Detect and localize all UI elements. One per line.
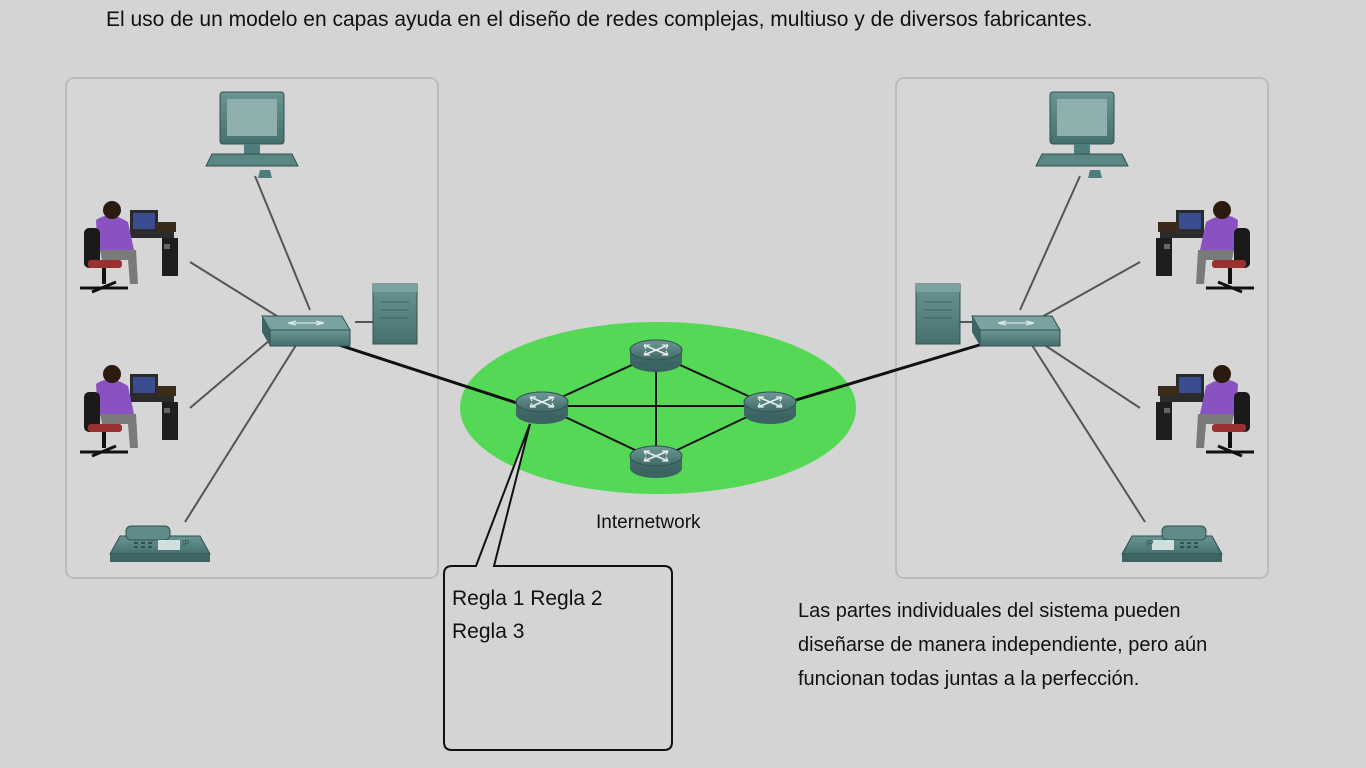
switch-icon	[261, 315, 351, 347]
router-icon	[743, 391, 797, 425]
internetwork-label: Internetwork	[596, 512, 701, 533]
internetwork-cloud	[460, 322, 856, 494]
wan-links	[335, 338, 997, 406]
router-icon	[515, 391, 569, 425]
right-network-panel	[895, 77, 1269, 579]
left-network-panel	[65, 77, 439, 579]
switch-icon	[971, 315, 1061, 347]
independence-note: Las partes individuales del sistema pued…	[798, 600, 1208, 690]
rules-callout	[443, 423, 673, 751]
phone-ip-label: IP	[182, 539, 190, 548]
router-icon	[629, 339, 683, 373]
rules-line-2: Regla 3	[452, 620, 525, 643]
desktop-computer-icon	[205, 91, 299, 179]
phone-ip-label: IP	[1146, 539, 1154, 548]
rules-line-1: Regla 1 Regla 2	[452, 587, 603, 610]
rules-callout-text: Regla 1 Regla 2 Regla 3	[452, 582, 662, 648]
server-icon	[372, 283, 418, 345]
router-icon	[629, 445, 683, 479]
desktop-computer-icon	[1035, 91, 1129, 179]
server-icon	[915, 283, 961, 345]
page-heading: El uso de un modelo en capas ayuda en el…	[106, 8, 1093, 31]
